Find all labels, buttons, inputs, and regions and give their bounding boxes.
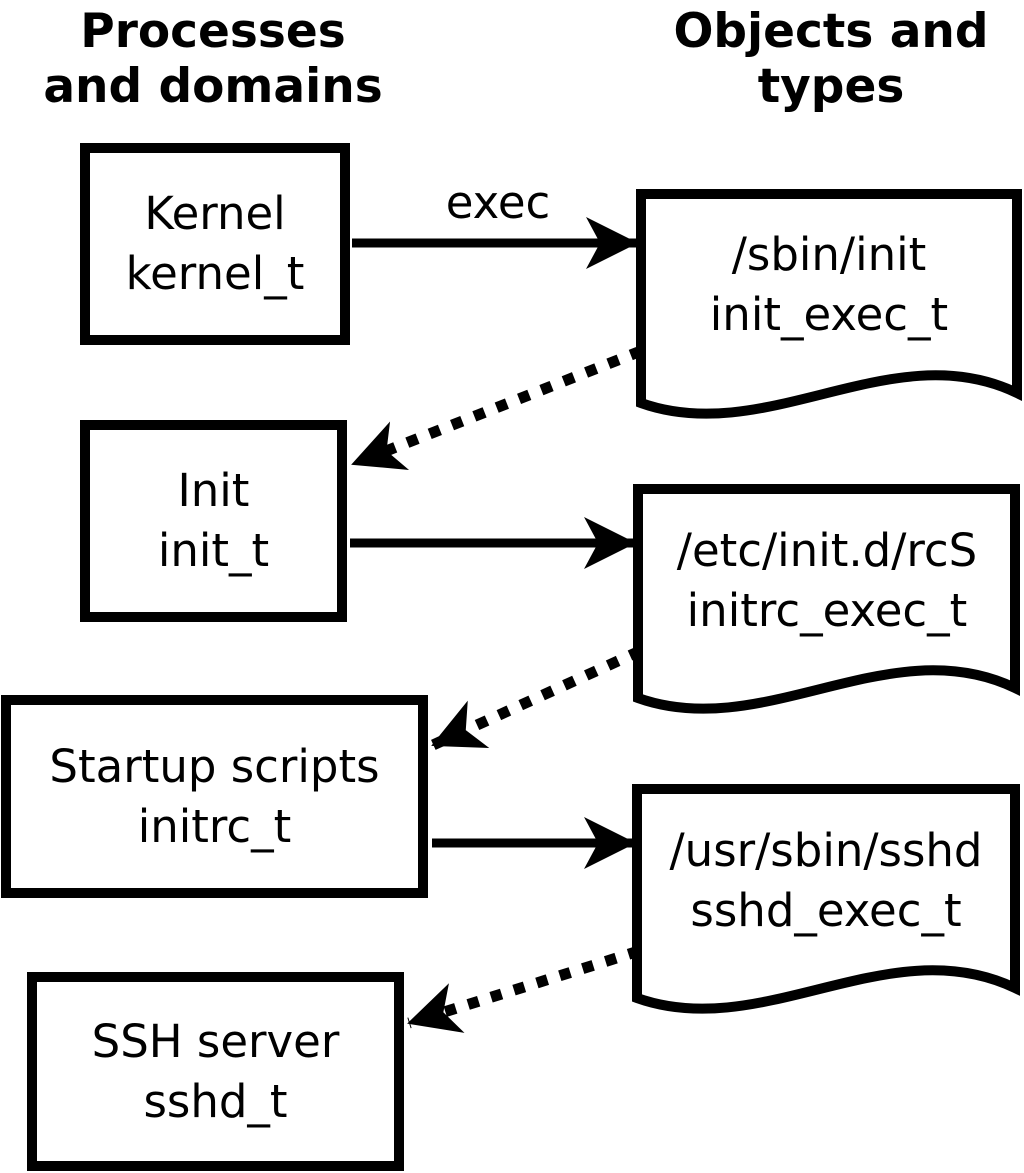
edge-label-exec: exec [445,176,551,229]
process-domain-type: sshd_t [143,1074,288,1128]
object-doc-label-sbin-init: /sbin/init init_exec_t [649,225,1009,345]
document-shape-usr-sbin-sshd [632,784,1020,1014]
object-type: sshd_exec_t [690,884,962,937]
process-name: Kernel [144,187,286,240]
column-title-line: Processes [80,4,346,59]
dotted-arrow-etc-initd-rcs-to-startup [430,645,643,751]
object-path: /sbin/init [731,228,927,281]
process-name: SSH server [91,1014,340,1068]
process-domain-type: kernel_t [125,247,305,300]
object-type: init_exec_t [709,288,949,341]
process-name: Init [177,464,250,517]
process-box-startup-scripts: Startup scripts initrc_t [1,695,428,898]
object-doc-label-etc-initd-rcs: /etc/init.d/rcS initrc_exec_t [647,521,1007,641]
object-doc-label-usr-sbin-sshd: /usr/sbin/sshd sshd_exec_t [646,821,1006,941]
object-type: initrc_exec_t [686,584,968,637]
process-domain-type: initrc_t [137,799,292,853]
process-domain-type: init_t [157,524,270,577]
process-box-kernel: Kernel kernel_t [80,143,350,345]
object-path: /usr/sbin/sshd [669,824,983,877]
process-box-init: Init init_t [80,420,347,622]
column-title-line: and domains [43,59,383,114]
column-title-line: types [757,59,905,114]
document-shape-etc-initd-rcs [633,484,1020,714]
dotted-arrow-sbin-init-to-init [350,345,644,470]
document-shape-sbin-init [636,189,1022,419]
dotted-arrow-usr-sbin-sshd-to-ssh-server [407,945,641,1033]
column-title-objects-and-types: Objects and types [673,4,988,114]
process-box-ssh-server: SSH server sshd_t [27,972,404,1171]
column-title-line: Objects and [673,4,989,59]
column-title-processes-and-domains: Processes and domains [43,4,382,114]
process-name: Startup scripts [49,739,380,793]
object-path: /etc/init.d/rcS [676,524,978,577]
